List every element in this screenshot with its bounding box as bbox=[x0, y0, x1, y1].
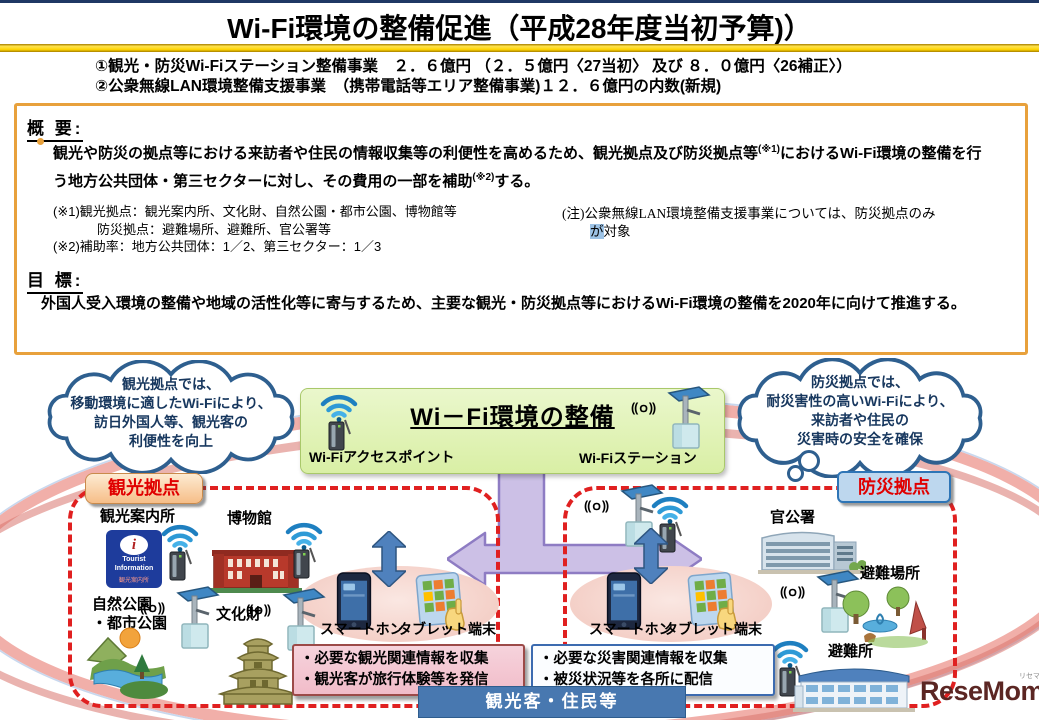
note-2: 防災拠点：避難場所、避難所、官公署等 bbox=[97, 221, 332, 237]
tablet-icon bbox=[412, 570, 468, 632]
visitors-residents-badge: 観光客・住民等 bbox=[418, 686, 686, 718]
radio-wave-symbol: ((ｏ)) bbox=[246, 603, 271, 617]
shelter-label: 避難所 bbox=[828, 643, 874, 660]
tourist-information-sign-icon: i Tourist Information 観光案内所 bbox=[106, 530, 162, 588]
top-border-line bbox=[0, 0, 1039, 3]
tablet-label: タブレット端末 bbox=[398, 621, 496, 637]
summary-box: 概 要: 観光や防災の拠点等における来訪者や住民の情報収集等の利便性を高めるため… bbox=[14, 103, 1028, 355]
wifi-improvement-box: Wi－Fi環境の整備 Wi-Fiアクセスポイント ((ｏ)) Wi-Fiステーシ… bbox=[300, 386, 725, 474]
tourism-cloud-text: 観光拠点では、移動環境に適したWi-Fiにより、 訪日外国人等、観光客の利便性を… bbox=[70, 376, 272, 449]
wifi-station-icon: ((ｏ)) bbox=[584, 482, 672, 550]
logo-text: ReseMom. bbox=[920, 676, 1039, 706]
info-i-icon: i bbox=[120, 535, 148, 555]
info-center-label: 観光案内所 bbox=[100, 508, 176, 525]
smartphone-label: スマートホン bbox=[320, 621, 404, 637]
radio-wave-symbol: ((ｏ)) bbox=[140, 601, 165, 615]
overview-heading: 概 要: bbox=[27, 114, 84, 142]
wifi-access-point-icon bbox=[282, 518, 326, 580]
bullet-dot-icon bbox=[37, 138, 44, 145]
tourism-badge: 観光拠点 bbox=[85, 473, 203, 504]
note-3: (※2)補助率：地方公共団体：1／2、第三セクター：1／3 bbox=[53, 239, 382, 254]
goal-text: 外国人受入環境の整備や地域の活性化等に寄与するため、主要な観光・防災拠点等におけ… bbox=[41, 295, 966, 312]
station-label: Wi-Fiステーション bbox=[579, 450, 697, 466]
museum-label: 博物館 bbox=[227, 510, 273, 527]
cloud-bubble-icon bbox=[787, 465, 804, 482]
evacuation-park-icon bbox=[838, 584, 934, 650]
wifi-access-point-icon bbox=[158, 520, 202, 582]
disaster-zone-border bbox=[563, 486, 957, 708]
nature-park-icon bbox=[86, 624, 170, 700]
budget-line-1: ①観光・防災Wi-Fiステーション整備事業 ２．６億円 （２．５億円〈27当初〉… bbox=[95, 58, 852, 75]
cloud-shape bbox=[47, 360, 295, 474]
budget-line-2: ②公衆無線LAN環境整備支援事業 （携帯電話等エリア整備事業)１２．６億円の内数… bbox=[95, 78, 722, 95]
side-note-line-1: (注)公衆無線LAN環境整備支援事業については、防災拠点のみ bbox=[562, 206, 936, 221]
radio-wave-symbol: ((ｏ)) bbox=[584, 499, 609, 513]
tablet-icon bbox=[684, 570, 740, 632]
note-1: (※1)観光拠点：観光案内所、文化財、自然公園・都市公園、博物館等 bbox=[53, 204, 457, 219]
disaster-devices-ellipse bbox=[570, 566, 772, 642]
side-note: (注)公衆無線LAN環境整備支援事業については、防災拠点のみ が対象 bbox=[562, 205, 936, 241]
wifi-station-icon: ((ｏ)) bbox=[140, 584, 228, 652]
tourism-cloud: 観光拠点では、移動環境に適したWi-Fiにより、 訪日外国人等、観光客の利便性を… bbox=[36, 360, 306, 474]
wifi-access-point-icon bbox=[317, 390, 361, 452]
wifi-station-icon: ((ｏ)) bbox=[631, 384, 719, 452]
highlighted-text: が bbox=[590, 224, 604, 239]
wifi-access-point-icon bbox=[768, 636, 812, 698]
cloud-bubble-icon bbox=[798, 450, 820, 472]
wifi-improvement-title: Wi－Fi環境の整備 bbox=[410, 404, 615, 431]
museum-building-icon bbox=[210, 542, 302, 598]
side-note-line-2: が対象 bbox=[590, 224, 631, 239]
overview-notes: (※1)観光拠点：観光案内所、文化財、自然公園・都市公園、博物館等 防災拠点：避… bbox=[53, 203, 457, 256]
gold-divider bbox=[0, 44, 1039, 52]
overview-bullet-row: 観光や防災の拠点等における来訪者や住民の情報収集等の利便性を高めるため、観光拠点… bbox=[37, 138, 992, 194]
smartphone-label: スマートホン bbox=[589, 621, 673, 637]
radio-wave-symbol: ((ｏ)) bbox=[631, 401, 656, 415]
tourism-zone-border bbox=[68, 486, 500, 708]
government-building-icon bbox=[758, 524, 867, 580]
goal-heading: 目 標: bbox=[27, 266, 84, 294]
evacuation-area-label: 避難場所 bbox=[860, 565, 921, 582]
disaster-cloud: 防災拠点では、耐災害性の高いWi-Fiにより、 来訪者や住民の災害時の安全を確保 bbox=[726, 358, 994, 478]
budget-summary: ①観光・防災Wi-Fiステーション整備事業 ２．６億円 （２．５億円〈27当初〉… bbox=[95, 57, 852, 97]
logo-ruby: リセマム bbox=[1019, 673, 1039, 680]
smartphone-icon bbox=[606, 572, 642, 630]
heritage-label: 文化財 bbox=[216, 606, 262, 623]
radio-wave-symbol: ((ｏ)) bbox=[780, 585, 805, 599]
access-point-label: Wi-Fiアクセスポイント bbox=[309, 449, 455, 465]
disaster-badge: 防災拠点 bbox=[837, 471, 951, 503]
overview-bullet-text: 観光や防災の拠点等における来訪者や住民の情報収集等の利便性を高めるため、観光拠点… bbox=[53, 144, 982, 190]
wifi-station-icon: ((ｏ)) bbox=[780, 568, 868, 636]
castle-icon bbox=[210, 632, 306, 706]
shelter-building-icon bbox=[793, 660, 915, 714]
park-label: 自然公園・都市公園 bbox=[92, 596, 168, 632]
resemom-logo[interactable]: リセマム ReseMom. bbox=[920, 673, 1039, 707]
page-title: Wi-Fi環境の整備促進（平成28年度当初予算)） bbox=[227, 13, 812, 44]
disaster-cloud-text: 防災拠点では、耐災害性の高いWi-Fiにより、 来訪者や住民の災害時の安全を確保 bbox=[766, 374, 954, 447]
government-office-label: 官公署 bbox=[770, 509, 816, 526]
tablet-label: タブレット端末 bbox=[664, 621, 762, 637]
smartphone-icon bbox=[336, 572, 372, 630]
up-down-arrow-icon bbox=[370, 529, 408, 589]
